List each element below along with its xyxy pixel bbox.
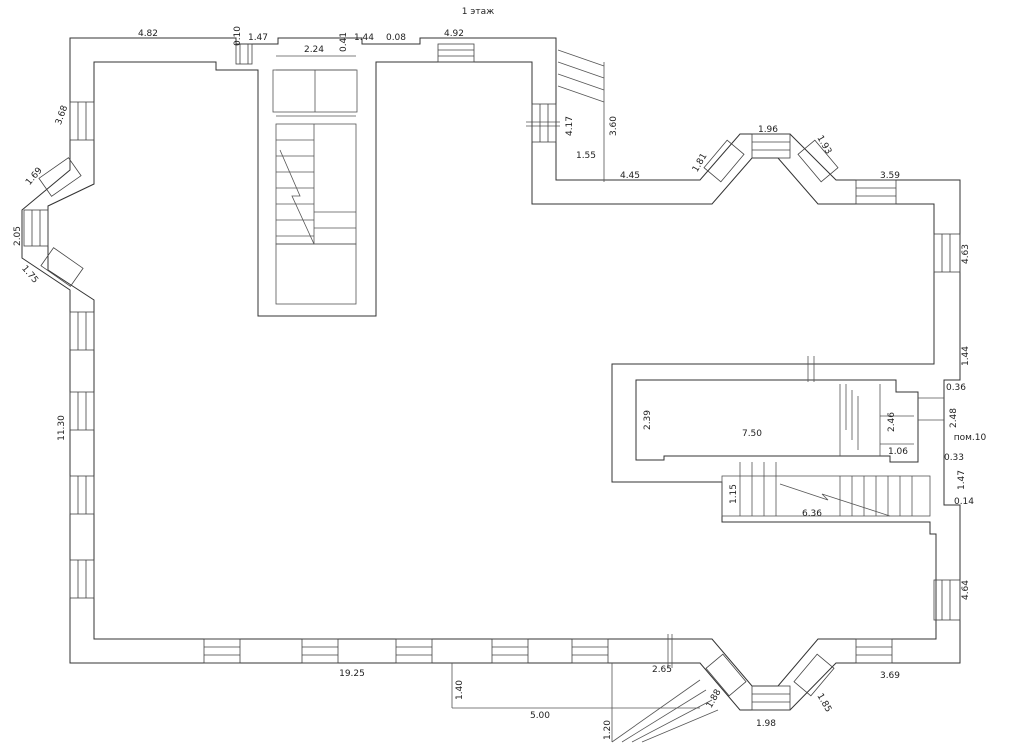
dim-stair-115: 1.15 (729, 484, 739, 504)
dim-right-036: 0.36 (946, 383, 966, 393)
dim-top-492: 4.92 (444, 29, 464, 39)
inner-room (635, 379, 944, 517)
dim-right-464: 4.64 (961, 580, 971, 600)
dim-left-175: 1.75 (19, 264, 40, 286)
dim-bottom-265: 2.65 (652, 665, 672, 675)
dim-room-106: 1.06 (888, 447, 908, 457)
dim-bottom-140: 1.40 (455, 680, 465, 700)
dim-right-033: 0.33 (944, 453, 964, 463)
dim-right-359: 3.59 (880, 171, 900, 181)
dim-top-010: 0.10 (233, 26, 243, 46)
dim-bottom-120: 1.20 (603, 720, 613, 740)
dim-top-041: 0.41 (339, 32, 349, 52)
dim-left-368: 3.68 (54, 104, 70, 127)
dim-top-144: 1.44 (354, 33, 374, 43)
dim-right-147: 1.47 (957, 470, 967, 490)
dim-bottom-369: 3.69 (880, 671, 900, 681)
dim-step-417: 4.17 (565, 116, 575, 136)
dim-top-008: 0.08 (386, 33, 406, 43)
dim-bottom-188: 1.88 (705, 688, 724, 711)
windows (23, 43, 961, 711)
dim-porch-360: 3.60 (609, 116, 619, 136)
dim-wall-445: 4.45 (620, 171, 640, 181)
dim-room-750: 7.50 (742, 429, 762, 439)
dim-right-463: 4.63 (961, 244, 971, 264)
dim-right-014: 0.14 (954, 497, 974, 507)
dim-room-246: 2.46 (887, 412, 897, 432)
plan-title: 1 этаж (462, 7, 494, 17)
outer-wall (21, 37, 961, 711)
dim-stair-224: 2.24 (304, 45, 324, 55)
porch-steps (451, 49, 815, 743)
inner-wall (47, 61, 937, 687)
dim-top-147: 1.47 (248, 33, 268, 43)
dim-left-1130: 11.30 (57, 415, 67, 441)
dim-bay-196: 1.96 (758, 125, 778, 135)
dim-right-144: 1.44 (961, 346, 971, 366)
dim-bottom-198: 1.98 (756, 719, 776, 729)
dim-right-248: 2.48 (949, 408, 959, 428)
room-label: пом.10 (954, 433, 987, 443)
dim-bay-193: 1.93 (814, 134, 833, 156)
dim-top-left-wall: 4.82 (138, 29, 158, 39)
dim-bottom-500: 5.00 (530, 711, 550, 721)
dim-room-239: 2.39 (643, 410, 653, 430)
dim-step-155: 1.55 (576, 151, 596, 161)
dim-bottom-185: 1.85 (814, 692, 833, 714)
dim-bay-181: 1.81 (691, 152, 710, 174)
dim-stair-636: 6.36 (802, 509, 822, 519)
upper-stair (272, 55, 358, 305)
dim-left-205: 2.05 (13, 226, 23, 246)
dim-bottom-1925: 19.25 (339, 669, 365, 679)
